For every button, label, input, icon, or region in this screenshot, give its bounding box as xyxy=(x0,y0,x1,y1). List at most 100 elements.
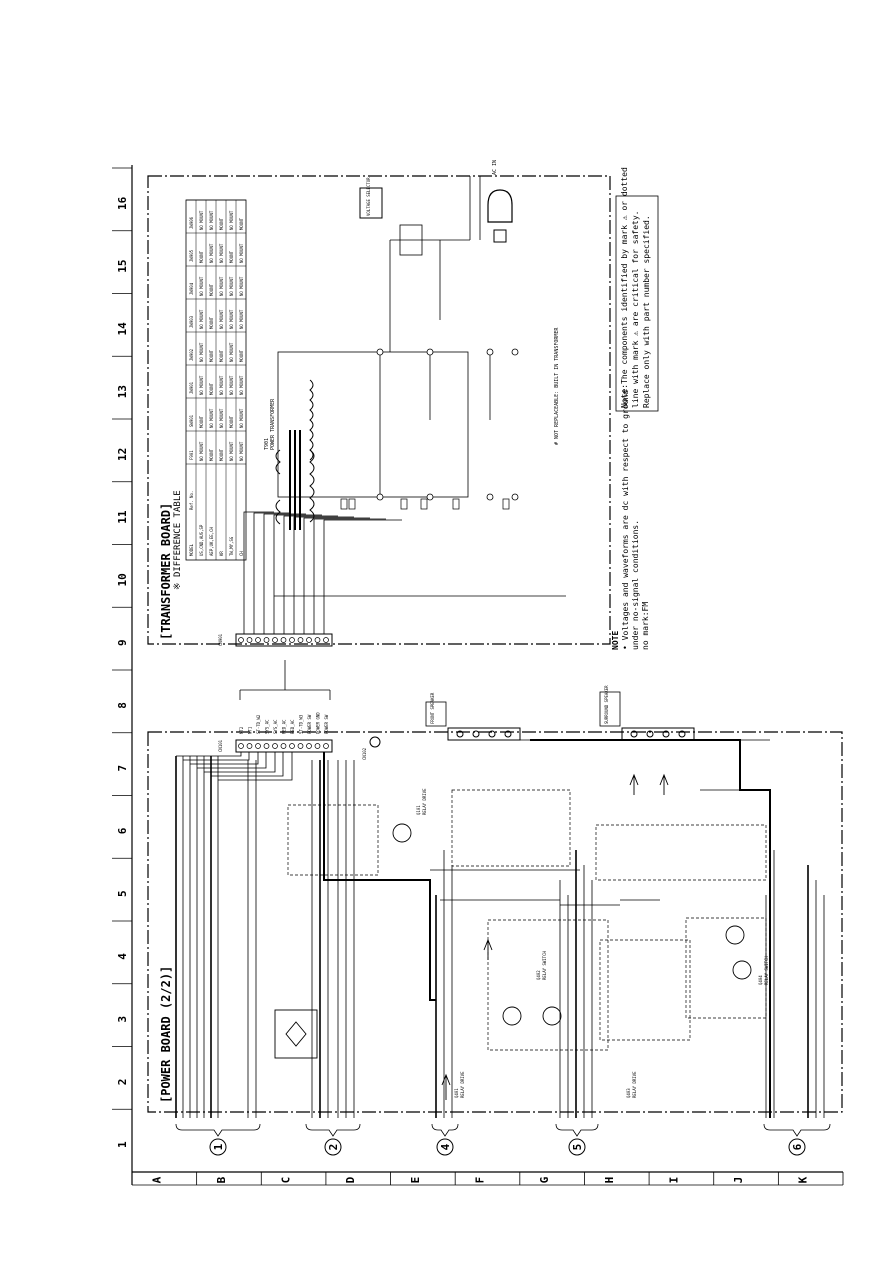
grid-row-letter: J xyxy=(732,1177,745,1184)
table-cell: NO MOUNT xyxy=(219,309,224,329)
grid-row-letter: I xyxy=(667,1177,680,1184)
table-model-cell: TW,MY,SG xyxy=(229,536,234,556)
fuse-symbol xyxy=(348,498,356,510)
table-col-header: JW906 xyxy=(189,216,194,229)
secondary-lead-wire xyxy=(263,513,306,634)
surround-speaker-label: SURROUND SPEAKER xyxy=(604,685,609,724)
q404-transistor xyxy=(725,925,745,945)
grid-column-number: 15 xyxy=(116,260,129,273)
cn901-pin xyxy=(255,637,261,643)
table-col-header: JW904 xyxy=(189,282,194,295)
cn101-pin xyxy=(272,743,278,749)
not-replaceable-note: # NOT REPLACEABLE: BUILT IN TRANSFORMER xyxy=(554,327,560,445)
transformer-t901 xyxy=(275,379,315,530)
voltage-selector-label: VOLTAGE SELECTOR xyxy=(366,177,371,216)
table-cell: NO MOUNT xyxy=(239,276,244,296)
grid-row-letter: F xyxy=(474,1177,487,1184)
table-cell: NO MOUNT xyxy=(209,408,214,428)
table-cell: NO MOUNT xyxy=(229,375,234,395)
power-wire xyxy=(197,752,267,769)
q101-label: Q101 xyxy=(416,805,421,815)
connector-group-brace xyxy=(305,1123,361,1137)
cn901-pin xyxy=(263,637,270,643)
cn101-pin xyxy=(255,743,261,749)
table-cell: MOUNT xyxy=(199,250,204,263)
note-line-1: • Voltages and waveforms are dc with res… xyxy=(621,390,630,650)
cn101-pin-label: SYS_AC xyxy=(273,719,278,734)
cn102-label: CN102 xyxy=(362,747,367,760)
cn101-label: CN101 xyxy=(218,739,223,752)
grid-row-letter: A xyxy=(150,1176,163,1183)
table-cell: MOUNT xyxy=(219,448,224,461)
grid-column-number: 14 xyxy=(116,322,129,336)
connector-group-brace xyxy=(555,1123,599,1137)
grid-column-number: 7 xyxy=(116,765,129,772)
q101-transistor xyxy=(392,823,412,843)
table-cell: NO MOUNT xyxy=(199,441,204,461)
safety-note-2: line with mark ⚠ are critical for safety… xyxy=(631,211,640,408)
table-model-cell: KR xyxy=(219,551,224,556)
grid-column-number: 1 xyxy=(116,1141,129,1148)
safety-note-3: Replace only with part number specified. xyxy=(642,215,651,408)
cn901-pin xyxy=(280,637,287,643)
table-header-model: MODEL xyxy=(189,543,194,556)
q403-label: Q403 xyxy=(626,1088,631,1098)
cn901-pin xyxy=(314,637,321,643)
power-wire xyxy=(211,752,284,777)
connector-group-number: 2 xyxy=(327,1144,340,1151)
connector-group-circle xyxy=(788,1138,806,1156)
table-cell: NO MOUNT xyxy=(199,210,204,230)
grid-column-number: 12 xyxy=(116,448,129,461)
connector-group-circle xyxy=(436,1138,454,1156)
secondary-lead-wire xyxy=(303,517,370,634)
q402-desc: RELAY SWITCH xyxy=(542,951,547,980)
table-model-cell: US,CND,AUS,SP xyxy=(199,524,204,556)
table-cell: MOUNT xyxy=(209,448,214,461)
cn101-pin-label: NT2 xyxy=(239,726,244,734)
signal-arrows xyxy=(441,773,669,1100)
ac-in-plug xyxy=(487,189,513,243)
grid-column-number: 9 xyxy=(116,639,129,646)
fuse-symbol xyxy=(340,498,348,510)
q403-desc: RELAY DRIVE xyxy=(632,1071,637,1098)
cn901-pin xyxy=(272,637,278,643)
connector-group-circle xyxy=(568,1138,586,1156)
connector-group-circle xyxy=(209,1138,227,1156)
cn901-pin xyxy=(297,637,304,643)
grid-column-number: 4 xyxy=(116,953,129,960)
cn101-pin xyxy=(263,743,270,749)
cable-bundle xyxy=(239,660,331,700)
safety-note-1: Note:The components identified by mark ⚠… xyxy=(620,167,629,408)
cn101-pin xyxy=(323,743,329,749)
power-wire xyxy=(190,752,259,765)
table-cell: NO MOUNT xyxy=(209,210,214,230)
power-board-title: [POWER BOARD (2/2)] xyxy=(159,966,173,1103)
t901-desc: POWER TRANSFORMER xyxy=(270,398,276,450)
connector-group-number: 5 xyxy=(571,1144,584,1151)
note-label: NOTE xyxy=(611,631,620,650)
table-cell: MOUNT xyxy=(219,217,224,230)
table-cell: MOUNT xyxy=(199,415,204,428)
table-cell: MOUNT xyxy=(229,415,234,428)
ac-in-label: AC IN xyxy=(492,160,498,175)
primary-wiring xyxy=(277,176,491,498)
table-cell: MOUNT xyxy=(219,349,224,362)
q403-transistor xyxy=(732,960,752,980)
cn101-pin-label: RED_AC xyxy=(282,719,287,734)
secondary-lead-wire xyxy=(323,519,402,634)
transformer-board-title: [TRANSFORMER BOARD] xyxy=(159,503,173,640)
table-cell: MOUNT xyxy=(209,283,214,296)
grid-row-letter: H xyxy=(603,1177,616,1184)
grid-column-number: 2 xyxy=(116,1079,129,1086)
cn101-pin xyxy=(314,743,321,749)
connector-group-number: 6 xyxy=(791,1143,804,1150)
table-cell: NO MOUNT xyxy=(239,441,244,461)
transformer-board-outline xyxy=(147,175,611,645)
grid-frame xyxy=(131,165,843,1186)
connector-group-brace xyxy=(431,1123,459,1137)
